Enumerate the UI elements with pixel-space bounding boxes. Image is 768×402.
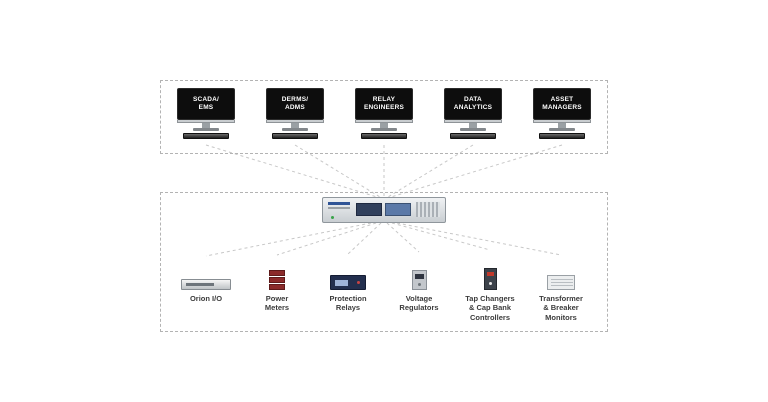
- monitor-base: [460, 128, 486, 131]
- monitor-stand: [380, 123, 388, 128]
- regulator-display: [414, 274, 424, 279]
- transformer-monitor-vents: [551, 279, 573, 287]
- monitor-screen: RELAY ENGINEERS: [355, 88, 413, 120]
- monitor-bezel: [444, 120, 502, 123]
- monitor-stand: [202, 123, 210, 128]
- monitor-bezel: [355, 120, 413, 123]
- gateway-text-line: [328, 207, 350, 209]
- keyboard: [539, 133, 585, 139]
- transformer-monitor-image: [547, 275, 575, 290]
- device-protection-relays: [313, 254, 383, 290]
- device-label-protection-relays: Protection Relays: [329, 294, 367, 313]
- monitor-base: [193, 128, 219, 131]
- gateway-display-left: [356, 203, 382, 216]
- relay-screen: [335, 280, 348, 286]
- monitor-bezel: [266, 120, 324, 123]
- monitor-relay-engineers: RELAY ENGINEERS: [354, 88, 414, 139]
- gateway-device: [322, 197, 446, 223]
- voltage-regulator-image: [411, 270, 427, 290]
- device-power-meters: [242, 254, 312, 290]
- monitor-bezel: [177, 120, 235, 123]
- monitor-base: [371, 128, 397, 131]
- monitor-stand: [469, 123, 477, 128]
- relay-led: [357, 281, 360, 284]
- protection-relay-image: [330, 275, 366, 290]
- monitor-label: ASSET MANAGERS: [542, 95, 582, 111]
- device-label-transformer-monitors: Transformer & Breaker Monitors: [539, 294, 583, 322]
- gateway-display-right: [385, 203, 411, 216]
- device-label-orion-io: Orion I/O: [189, 294, 223, 303]
- device-orion-io: [171, 254, 241, 290]
- keyboard: [450, 133, 496, 139]
- device-label-voltage-regulators: Voltage Regulators: [399, 294, 439, 313]
- device-transformer-monitors: [526, 254, 596, 290]
- tap-changer-display: [486, 272, 494, 276]
- keyboard: [361, 133, 407, 139]
- device-label-tap-changers: Tap Changers & Cap Bank Controllers: [465, 294, 515, 322]
- monitor-base: [282, 128, 308, 131]
- monitor-base: [549, 128, 575, 131]
- meter-unit: [269, 277, 285, 283]
- keyboard: [183, 133, 229, 139]
- orion-io-image: [181, 279, 231, 290]
- power-meters-image: [269, 270, 285, 290]
- monitor-screen: SCADA/ EMS: [177, 88, 235, 120]
- device-tap-changers: [455, 254, 525, 290]
- device-label-power-meters: Power Meters: [264, 294, 290, 313]
- monitor-stand: [291, 123, 299, 128]
- tap-changer-button: [488, 282, 492, 285]
- monitor-asset-managers: ASSET MANAGERS: [532, 88, 592, 139]
- monitor-screen: DATA ANALYTICS: [444, 88, 502, 120]
- monitor-stand: [558, 123, 566, 128]
- gateway-vents: [416, 202, 440, 217]
- monitor-screen: ASSET MANAGERS: [533, 88, 591, 120]
- monitor-bezel: [533, 120, 591, 123]
- field-devices-group-box: [160, 192, 608, 332]
- monitor-derms-adms: DERMS/ ADMS: [265, 88, 325, 139]
- gateway-led: [331, 216, 334, 219]
- meter-unit: [269, 284, 285, 290]
- monitor-data-analytics: DATA ANALYTICS: [443, 88, 503, 139]
- monitor-label: RELAY ENGINEERS: [363, 95, 405, 111]
- meter-unit: [269, 270, 285, 276]
- operators-group-box: [160, 80, 608, 154]
- tap-changer-image: [483, 268, 497, 290]
- monitor-label: DATA ANALYTICS: [453, 95, 493, 111]
- monitor-scada-ems: SCADA/ EMS: [176, 88, 236, 139]
- keyboard: [272, 133, 318, 139]
- gateway-logo: [328, 202, 350, 205]
- device-voltage-regulators: [384, 254, 454, 290]
- monitor-label: DERMS/ ADMS: [281, 95, 309, 111]
- regulator-knob: [417, 283, 421, 286]
- monitor-label: SCADA/ EMS: [192, 95, 220, 111]
- orion-io-slot: [186, 283, 214, 286]
- monitor-screen: DERMS/ ADMS: [266, 88, 324, 120]
